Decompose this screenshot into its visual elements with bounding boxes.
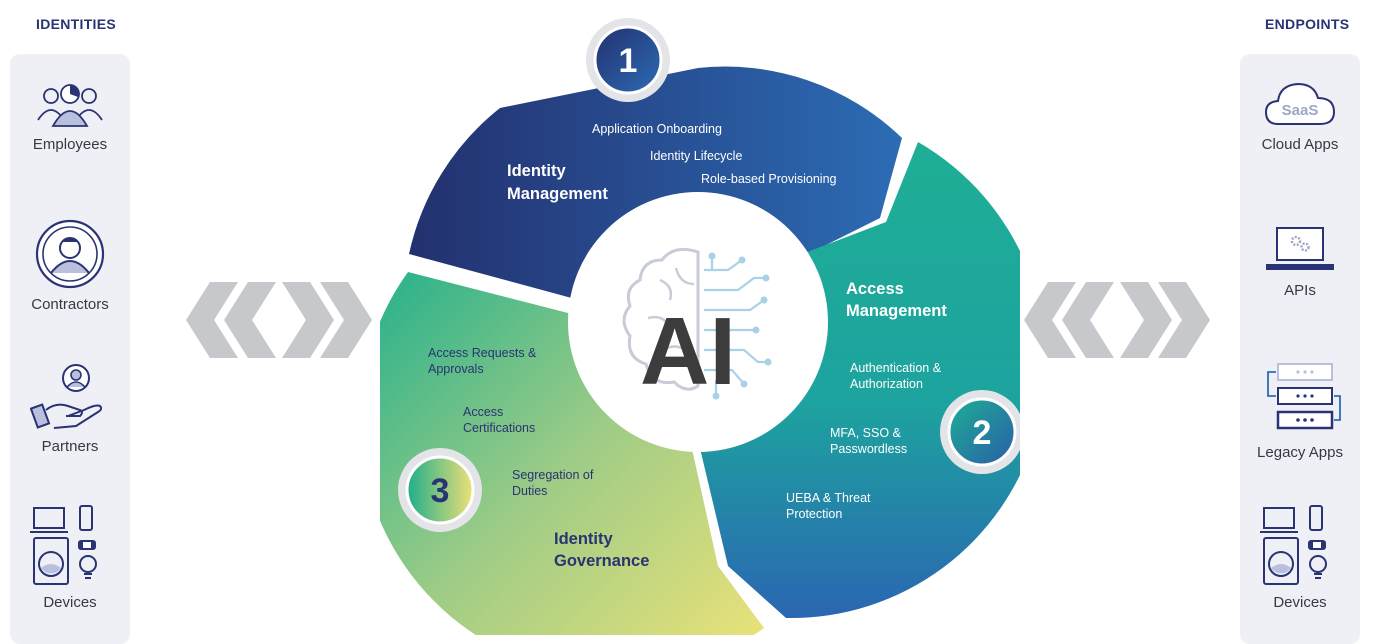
identity-label: Devices — [43, 594, 97, 611]
segment-title: Management — [846, 302, 947, 320]
segment-item: MFA, SSO & — [830, 426, 902, 440]
badge-number: 3 — [431, 472, 450, 510]
segment-item: Duties — [512, 484, 547, 498]
segment-item: Identity Lifecycle — [650, 149, 742, 163]
segment-title: Management — [507, 185, 608, 203]
endpoints-title: ENDPOINTS — [1265, 16, 1350, 32]
devices-icon — [30, 505, 97, 585]
identity-item-contractors[interactable]: Contractors — [10, 218, 130, 313]
segment-item: Segregation of — [512, 468, 594, 482]
identity-item-partners[interactable]: Partners — [10, 362, 130, 455]
segment-item: Access — [463, 405, 503, 419]
segment-item: Application Onboarding — [592, 122, 722, 136]
brain-circuit-icon — [622, 247, 772, 400]
segment-title: Access — [846, 280, 904, 298]
endpoint-label: Cloud Apps — [1261, 136, 1339, 153]
ai-identity-cycle-diagram: AI 1 2 3 Identity Management Application… — [380, 18, 1020, 635]
bidirectional-chevrons-left — [186, 282, 372, 358]
ai-label: AI — [640, 298, 736, 405]
identity-label: Partners — [41, 438, 99, 455]
segment-title: Identity — [554, 530, 613, 548]
segment-item: Certifications — [463, 421, 535, 435]
badge-1: 1 — [586, 18, 670, 102]
legacy-servers-icon — [1267, 363, 1341, 430]
endpoint-label: APIs — [1284, 282, 1316, 299]
badge-number: 1 — [619, 42, 638, 80]
identities-panel: Employees Contractors Partners — [10, 54, 130, 644]
segment-title: Governance — [554, 552, 649, 570]
identity-label: Employees — [32, 136, 108, 153]
segment-item: Approvals — [428, 362, 484, 376]
segment-item: Access Requests & — [428, 346, 537, 360]
identities-title: IDENTITIES — [36, 16, 117, 32]
badge-3: 3 — [398, 448, 482, 532]
endpoints-panel: SaaS Cloud Apps APIs Legacy Apps — [1240, 54, 1360, 644]
identity-item-devices[interactable]: Devices — [10, 504, 130, 611]
badge-number: 2 — [973, 414, 992, 452]
segment-access-management — [698, 142, 1020, 619]
segment-item: Protection — [786, 507, 842, 521]
segment-identity-governance — [380, 272, 764, 635]
endpoint-item-apis[interactable]: APIs — [1240, 226, 1360, 299]
segment-item: UEBA & Threat — [786, 491, 871, 505]
endpoint-item-devices[interactable]: Devices — [1240, 504, 1360, 611]
identity-item-employees[interactable]: Employees — [10, 82, 130, 153]
contractor-icon — [35, 219, 105, 289]
saas-cloud-icon: SaaS — [1264, 82, 1336, 125]
segment-item: Role-based Provisioning — [701, 172, 837, 186]
saas-badge: SaaS — [1282, 102, 1319, 119]
segment-item: Authorization — [850, 377, 923, 391]
endpoint-label: Legacy Apps — [1257, 444, 1343, 461]
partner-hand-icon — [30, 364, 103, 429]
badge-2: 2 — [940, 390, 1020, 474]
api-laptop-icon — [1266, 227, 1334, 270]
endpoint-label: Devices — [1273, 594, 1327, 611]
segment-item: Passwordless — [830, 442, 907, 456]
bidirectional-chevrons-right — [1024, 282, 1210, 358]
identity-label: Contractors — [31, 296, 109, 313]
segment-title: Identity — [507, 162, 566, 180]
endpoint-item-cloud-apps[interactable]: SaaS Cloud Apps — [1240, 80, 1360, 153]
employees-icon — [37, 84, 103, 127]
endpoint-item-legacy-apps[interactable]: Legacy Apps — [1240, 362, 1360, 461]
segment-item: Authentication & — [850, 361, 942, 375]
devices-icon — [1260, 505, 1327, 585]
